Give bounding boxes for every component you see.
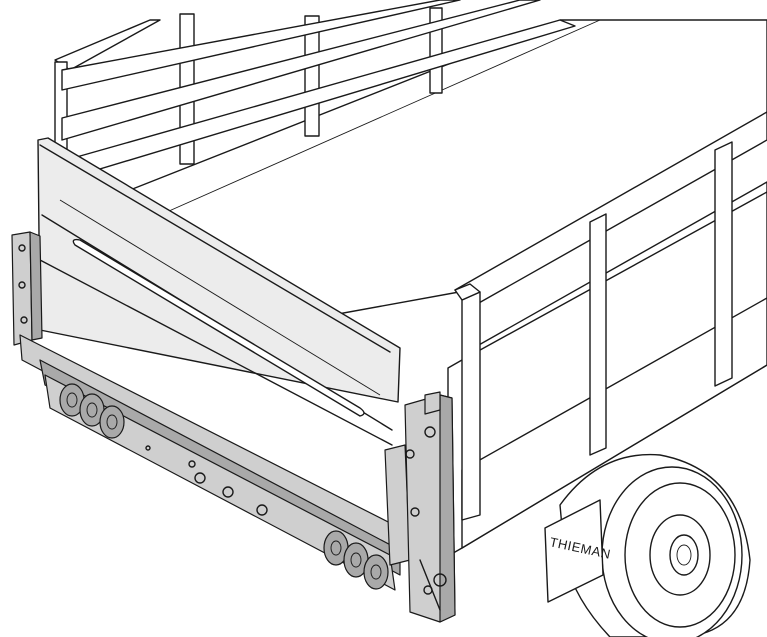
springs-left — [59, 383, 125, 439]
bolts — [145, 445, 268, 516]
mud-flap — [544, 499, 604, 603]
lift-mechanism — [19, 334, 401, 591]
rear-wheel — [559, 453, 751, 637]
left-column — [11, 231, 43, 346]
left-stake-rack — [54, 0, 576, 179]
right-stake-rack — [447, 111, 767, 557]
right-column — [384, 391, 456, 623]
springs-right — [323, 530, 389, 590]
